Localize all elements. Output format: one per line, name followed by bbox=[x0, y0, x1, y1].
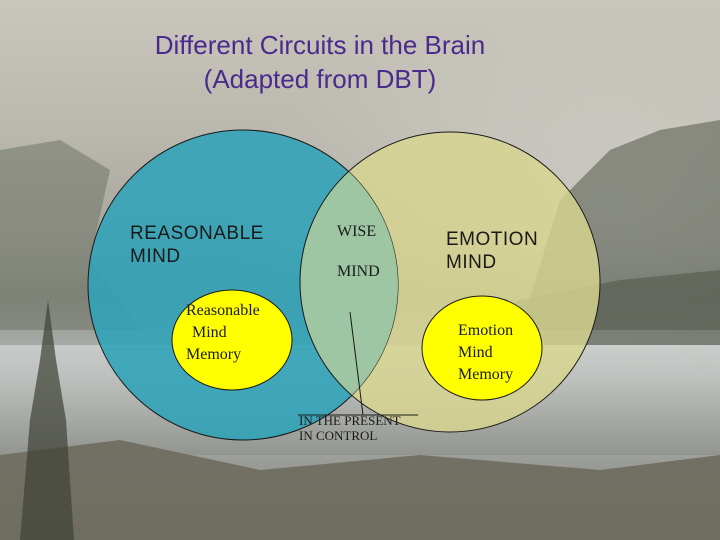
wise-label-line-1: WISE bbox=[337, 223, 377, 240]
reasonable-memory-label: Reasonable Mind Memory bbox=[186, 302, 260, 363]
emotion-memory-label: Emotion Mind Memory bbox=[458, 322, 514, 383]
slide-title-line-1: Different Circuits in the Brain bbox=[154, 30, 486, 60]
wise-label-line-2: MIND bbox=[337, 263, 380, 280]
reasonable-memory-ellipse bbox=[171, 289, 293, 391]
slide-title-line-2: (Adapted from DBT) bbox=[203, 64, 437, 94]
callout-line bbox=[349, 311, 364, 416]
emotion-mind-label: EMOTION MIND bbox=[446, 229, 539, 273]
callout-label: IN THE PRESENT IN CONTROL bbox=[299, 413, 401, 443]
reasonable-mind-label: REASONABLE MIND bbox=[130, 223, 264, 267]
wise-mind-overlap bbox=[300, 132, 398, 432]
emotion-memory-ellipse bbox=[421, 295, 543, 401]
